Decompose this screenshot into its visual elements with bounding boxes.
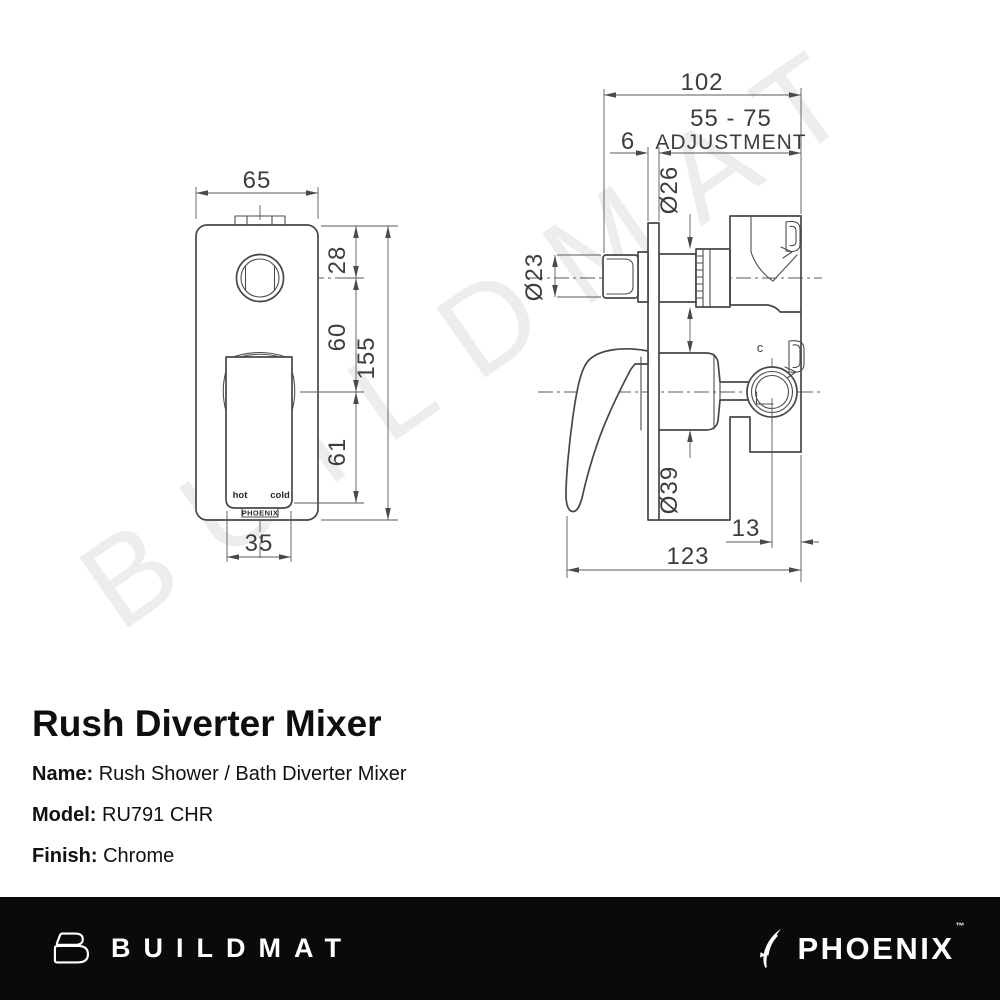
- outlet-c-label: c: [757, 340, 764, 355]
- buildmat-logo: BUILDMAT: [53, 932, 354, 965]
- hot-label: hot: [233, 490, 249, 501]
- finish-label: Finish:: [32, 845, 98, 867]
- dim-total-depth: 123: [666, 543, 709, 570]
- product-name-row: Name: Rush Shower / Bath Diverter Mixer: [32, 762, 407, 786]
- model-label: Model:: [32, 804, 97, 826]
- dim-plate-thickness: 6: [621, 128, 635, 155]
- front-view: hot cold PHOENIX 65 28 60 61 155 35: [195, 167, 398, 562]
- dim-front-seg-bottom: 61: [324, 438, 351, 467]
- dim-adjust-range: 55 - 75: [690, 105, 772, 132]
- dim-dia-spindle: Ø23: [521, 253, 548, 301]
- phoenix-wordmark: PHOENIX™: [797, 920, 967, 966]
- side-view: c 102 55 - 75 ADJUSTMENT 6 Ø23 Ø26 Ø39: [521, 69, 822, 582]
- dim-side-depth: 102: [680, 69, 723, 96]
- dim-front-height: 155: [353, 336, 380, 379]
- name-value: Rush Shower / Bath Diverter Mixer: [98, 763, 407, 785]
- page-title: Rush Diverter Mixer: [32, 703, 382, 744]
- phoenix-feather-icon: [760, 928, 782, 968]
- dim-outlet-offset: 13: [732, 515, 761, 542]
- buildmat-icon: [53, 932, 90, 964]
- product-finish-row: Finish: Chrome: [32, 844, 407, 868]
- product-model-row: Model: RU791 CHR: [32, 803, 407, 827]
- dim-adjust-word: ADJUSTMENT: [655, 131, 806, 154]
- dim-dia-collar: Ø26: [656, 166, 683, 214]
- product-info: Rush Diverter Mixer Name: Rush Shower / …: [32, 703, 407, 868]
- trademark-symbol: ™: [955, 920, 967, 931]
- dim-dia-outlet: Ø39: [656, 466, 683, 514]
- phoenix-logo: PHOENIX™: [757, 920, 967, 970]
- dim-front-handle-width: 35: [245, 530, 274, 557]
- technical-drawing: hot cold PHOENIX 65 28 60 61 155 35: [195, 69, 822, 582]
- plate-brand-label: PHOENIX: [242, 509, 279, 518]
- model-value: RU791 CHR: [102, 804, 214, 826]
- cold-label: cold: [270, 490, 290, 501]
- buildmat-wordmark: BUILDMAT: [111, 933, 354, 963]
- dim-front-width: 65: [243, 167, 272, 194]
- finish-value: Chrome: [103, 845, 175, 867]
- dim-front-seg-mid: 60: [324, 323, 351, 352]
- dim-front-seg-top: 28: [324, 246, 351, 275]
- footer-bar: BUILDMAT PHOENIX™: [0, 897, 1000, 1000]
- name-label: Name:: [32, 763, 94, 785]
